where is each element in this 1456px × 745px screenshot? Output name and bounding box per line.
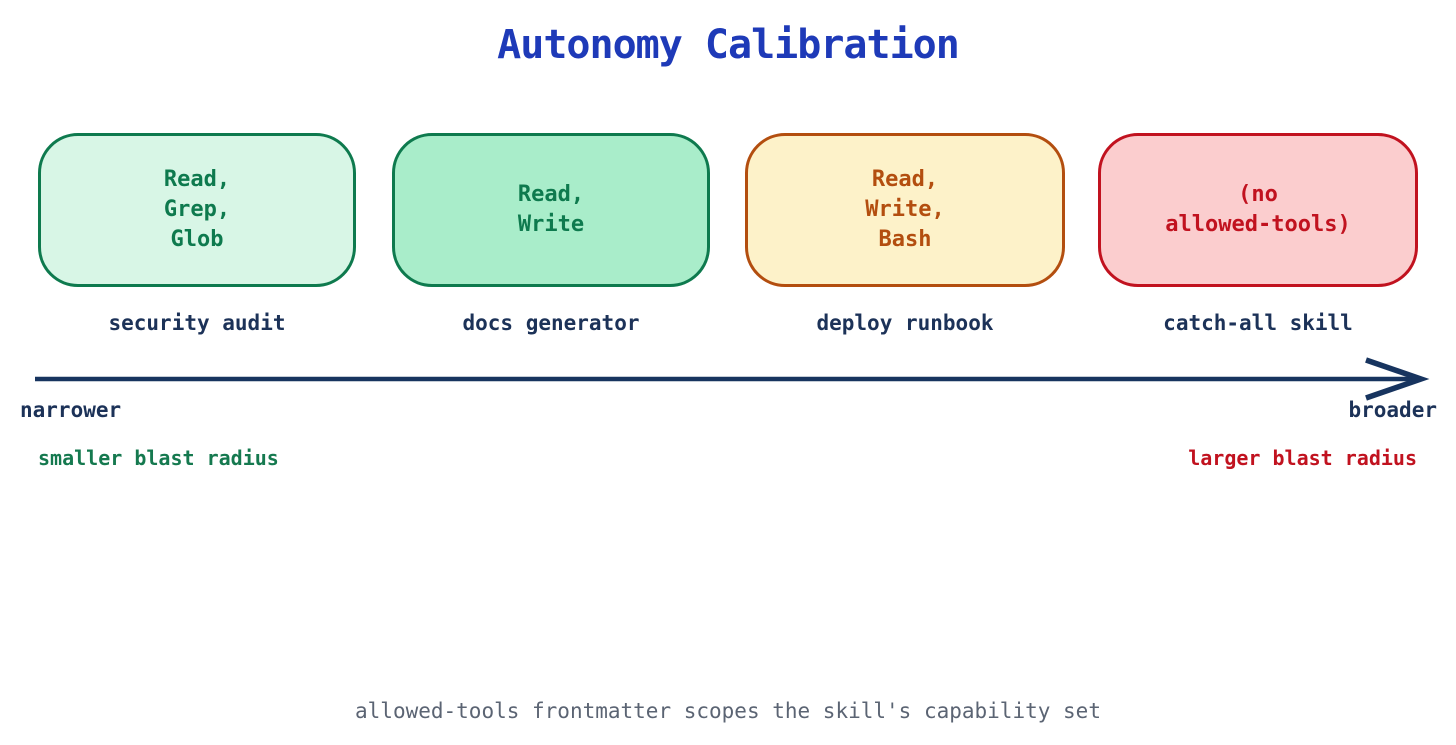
axis-label-broader: broader: [1348, 398, 1437, 422]
annotation-larger-blast-radius: larger blast radius: [1188, 446, 1417, 470]
diagram-title: Autonomy Calibration: [497, 22, 960, 68]
axis-label-narrower: narrower: [20, 398, 122, 422]
box-label-deploy-runbook: deploy runbook: [816, 311, 994, 335]
box-tools-text: (no allowed-tools): [1165, 182, 1351, 237]
box-label-security-audit: security audit: [108, 311, 286, 335]
box-label-docs-generator: docs generator: [462, 311, 640, 335]
box-tools-text: Read, Write, Bash: [865, 167, 945, 252]
annotation-smaller-blast-radius: smaller blast radius: [38, 446, 279, 470]
box-security-audit: Read, Grep, Glob: [38, 133, 356, 287]
box-deploy-runbook: Read, Write, Bash: [745, 133, 1065, 287]
box-label-catch-all-skill: catch-all skill: [1163, 311, 1353, 335]
arrowhead-icon: [1365, 357, 1430, 401]
box-tools-text: Read, Grep, Glob: [163, 167, 231, 252]
box-catch-all-skill: (no allowed-tools): [1098, 133, 1418, 287]
box-tools-text: Read, Write: [517, 182, 585, 237]
capability-axis-arrow: [35, 357, 1430, 401]
box-docs-generator: Read, Write: [392, 133, 710, 287]
footer-caption: allowed-tools frontmatter scopes the ski…: [355, 699, 1101, 723]
